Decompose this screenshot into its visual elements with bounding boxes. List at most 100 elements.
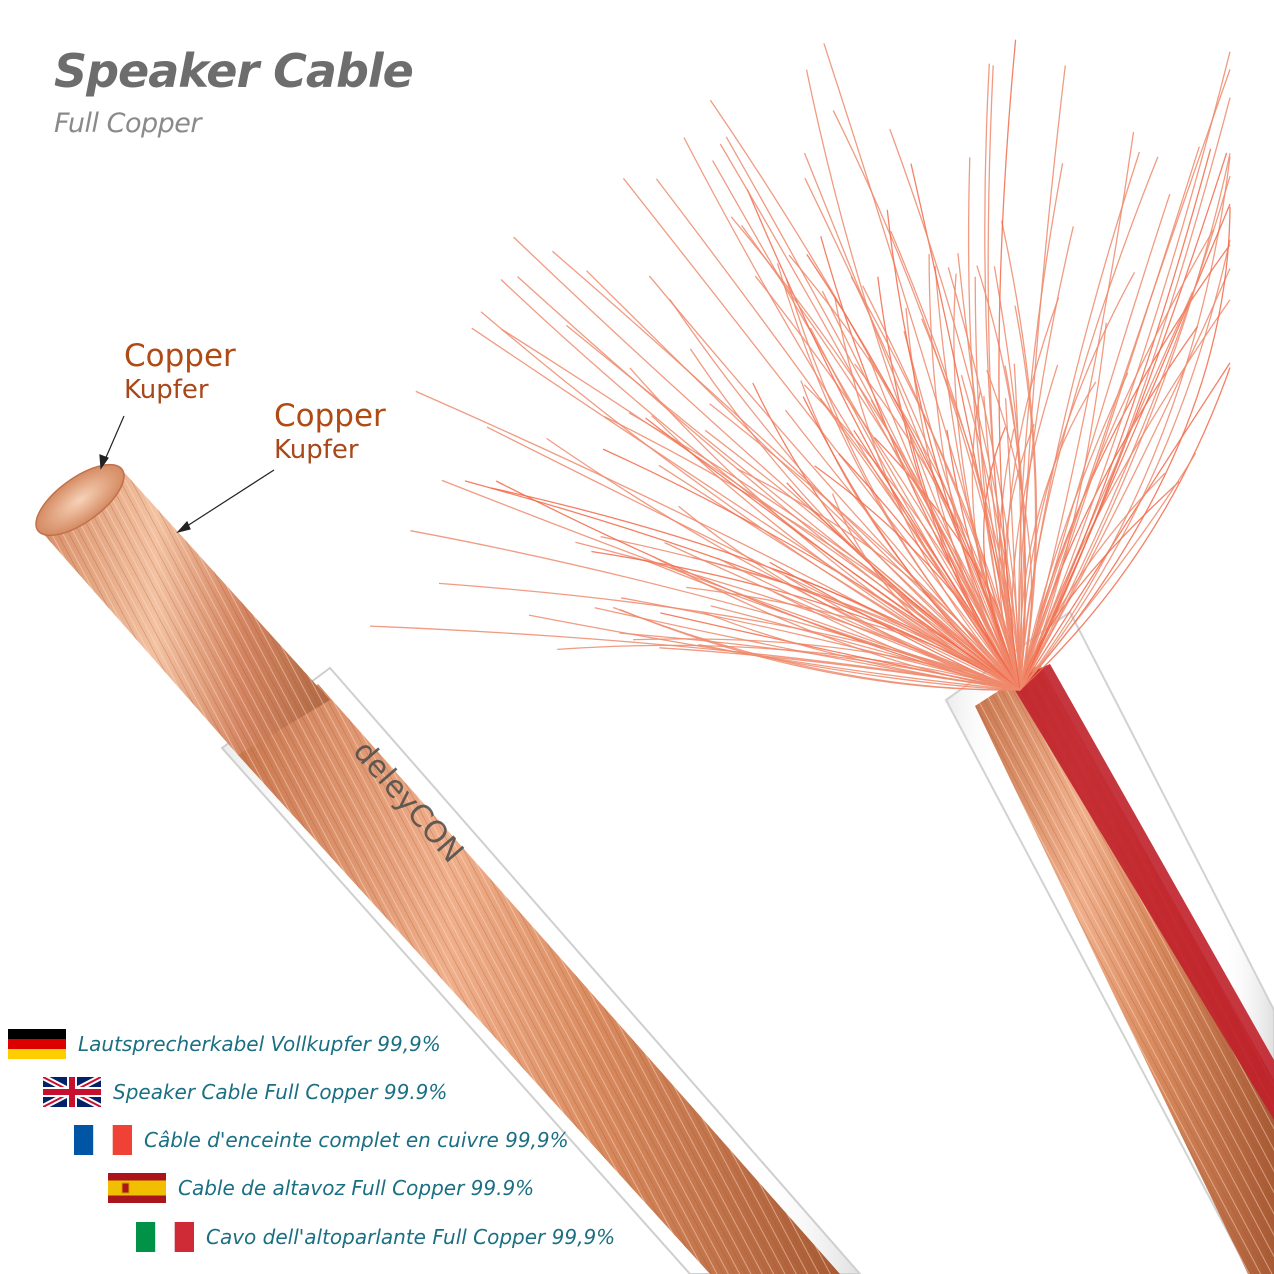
copper-strand [513, 236, 1021, 691]
copper-strand [1019, 326, 1199, 691]
germany-flag-icon [8, 1029, 66, 1059]
copper-strand [1014, 305, 1037, 691]
language-row-french: Câble d'enceinte complet en cuivre 99,9% [74, 1124, 569, 1156]
copper-strand [821, 290, 1021, 691]
copper-strand [814, 465, 1021, 691]
copper-strand [664, 542, 1021, 691]
copper-strand [853, 429, 1021, 691]
spain-flag-icon [108, 1173, 166, 1203]
copper-strand [1006, 297, 1060, 691]
copper-strand [800, 380, 1021, 691]
copper-strand [889, 128, 1021, 691]
copper-strand [622, 177, 1021, 691]
copper-strand [689, 348, 1021, 691]
copper-strand [730, 216, 1021, 691]
copper-strand [591, 550, 1021, 691]
copper-strand [998, 428, 1021, 691]
language-text: Cable de altavoz Full Copper 99.9% [178, 1176, 535, 1200]
copper-strand [528, 614, 1021, 691]
copper-strand [709, 403, 1021, 691]
copper-strand [1019, 156, 1231, 691]
callout-label-en: Copper [274, 398, 386, 434]
copper-strand [1019, 132, 1135, 691]
copper-strand [805, 69, 1021, 691]
copper-strand [1019, 229, 1214, 691]
copper-strand [1019, 372, 1129, 691]
copper-strand [1019, 322, 1107, 691]
language-row-spanish: Cable de altavoz Full Copper 99.9% [108, 1172, 534, 1204]
copper-strand [517, 276, 1021, 691]
copper-strand [986, 369, 1033, 691]
copper-strand [1019, 367, 1231, 691]
page-subtitle: Full Copper [54, 108, 202, 139]
language-text: Speaker Cable Full Copper 99.9% [113, 1080, 448, 1104]
copper-strand [633, 638, 1021, 691]
language-row-english: Speaker Cable Full Copper 99.9% [43, 1076, 447, 1108]
copper-strand [862, 285, 1021, 691]
page-title: Speaker Cable [54, 44, 414, 98]
copper-strand [701, 611, 1021, 691]
copper-strand [1019, 146, 1200, 691]
copper-strand [480, 311, 1021, 691]
language-row-german: Lautsprecherkabel Vollkupfer 99,9% [8, 1028, 441, 1060]
copper-strand [823, 43, 1021, 691]
copper-strand [802, 396, 1021, 691]
copper-strand [1019, 193, 1171, 691]
copper-strand [803, 384, 1021, 691]
copper-strand [655, 178, 1021, 691]
callout-label-en: Copper [124, 338, 236, 374]
language-row-italian: Cavo dell'altoparlante Full Copper 99,9% [136, 1221, 615, 1253]
copper-strand [471, 327, 1021, 691]
copper-strands [369, 39, 1231, 691]
copper-strand [669, 298, 1021, 691]
copper-strand [441, 479, 1021, 691]
copper-strand [1019, 153, 1231, 691]
italy-flag-icon [136, 1222, 194, 1252]
copper-strand [719, 143, 1021, 691]
language-text: Lautsprecherkabel Vollkupfer 99,9% [78, 1032, 441, 1056]
copper-strand [1019, 69, 1231, 691]
copper-strand [683, 137, 1021, 691]
copper-strand [1019, 148, 1212, 691]
copper-strand [686, 586, 1021, 691]
copper-strand [806, 254, 1021, 691]
copper-strand [557, 644, 1021, 691]
copper-strand [1019, 481, 1180, 691]
copper-strand [643, 559, 1021, 691]
copper-strand [984, 63, 1021, 691]
copper-strand [1019, 362, 1231, 691]
copper-strand [953, 273, 1021, 691]
copper-strand [1019, 239, 1231, 691]
language-text: Câble d'enceinte complet en cuivre 99,9% [144, 1128, 569, 1152]
copper-strand [1019, 156, 1159, 691]
copper-strand [716, 557, 1021, 691]
copper-strand [976, 265, 1027, 691]
copper-strand [803, 152, 1021, 691]
copper-strand [1019, 176, 1231, 691]
callout-copper-strands: Copper Kupfer [274, 398, 386, 466]
callout-arrows [99, 415, 275, 534]
copper-strand [629, 367, 1021, 691]
france-flag-icon [74, 1125, 132, 1155]
copper-strand [619, 632, 1021, 691]
left-cable: deleyCON [35, 463, 862, 1274]
copper-strand [786, 482, 1021, 691]
copper-strand [438, 582, 1021, 691]
copper-strand [648, 275, 1021, 691]
copper-strand [1019, 452, 1197, 691]
copper-strand [710, 605, 1021, 691]
callout-label-de: Kupfer [274, 435, 359, 465]
callout-label-de: Kupfer [124, 375, 209, 405]
copper-strand [619, 608, 1021, 691]
copper-strand [645, 417, 1021, 691]
copper-strand [776, 263, 1021, 691]
copper-strand [998, 39, 1021, 691]
copper-strand [652, 555, 1021, 691]
copper-strand [1018, 226, 1074, 691]
copper-strand [921, 318, 1021, 691]
uk-flag-icon [43, 1077, 101, 1107]
copper-strand [1019, 65, 1066, 691]
right-cable [944, 610, 1274, 1274]
language-text: Cavo dell'altoparlante Full Copper 99,9% [206, 1225, 616, 1249]
copper-strand [486, 426, 1021, 691]
